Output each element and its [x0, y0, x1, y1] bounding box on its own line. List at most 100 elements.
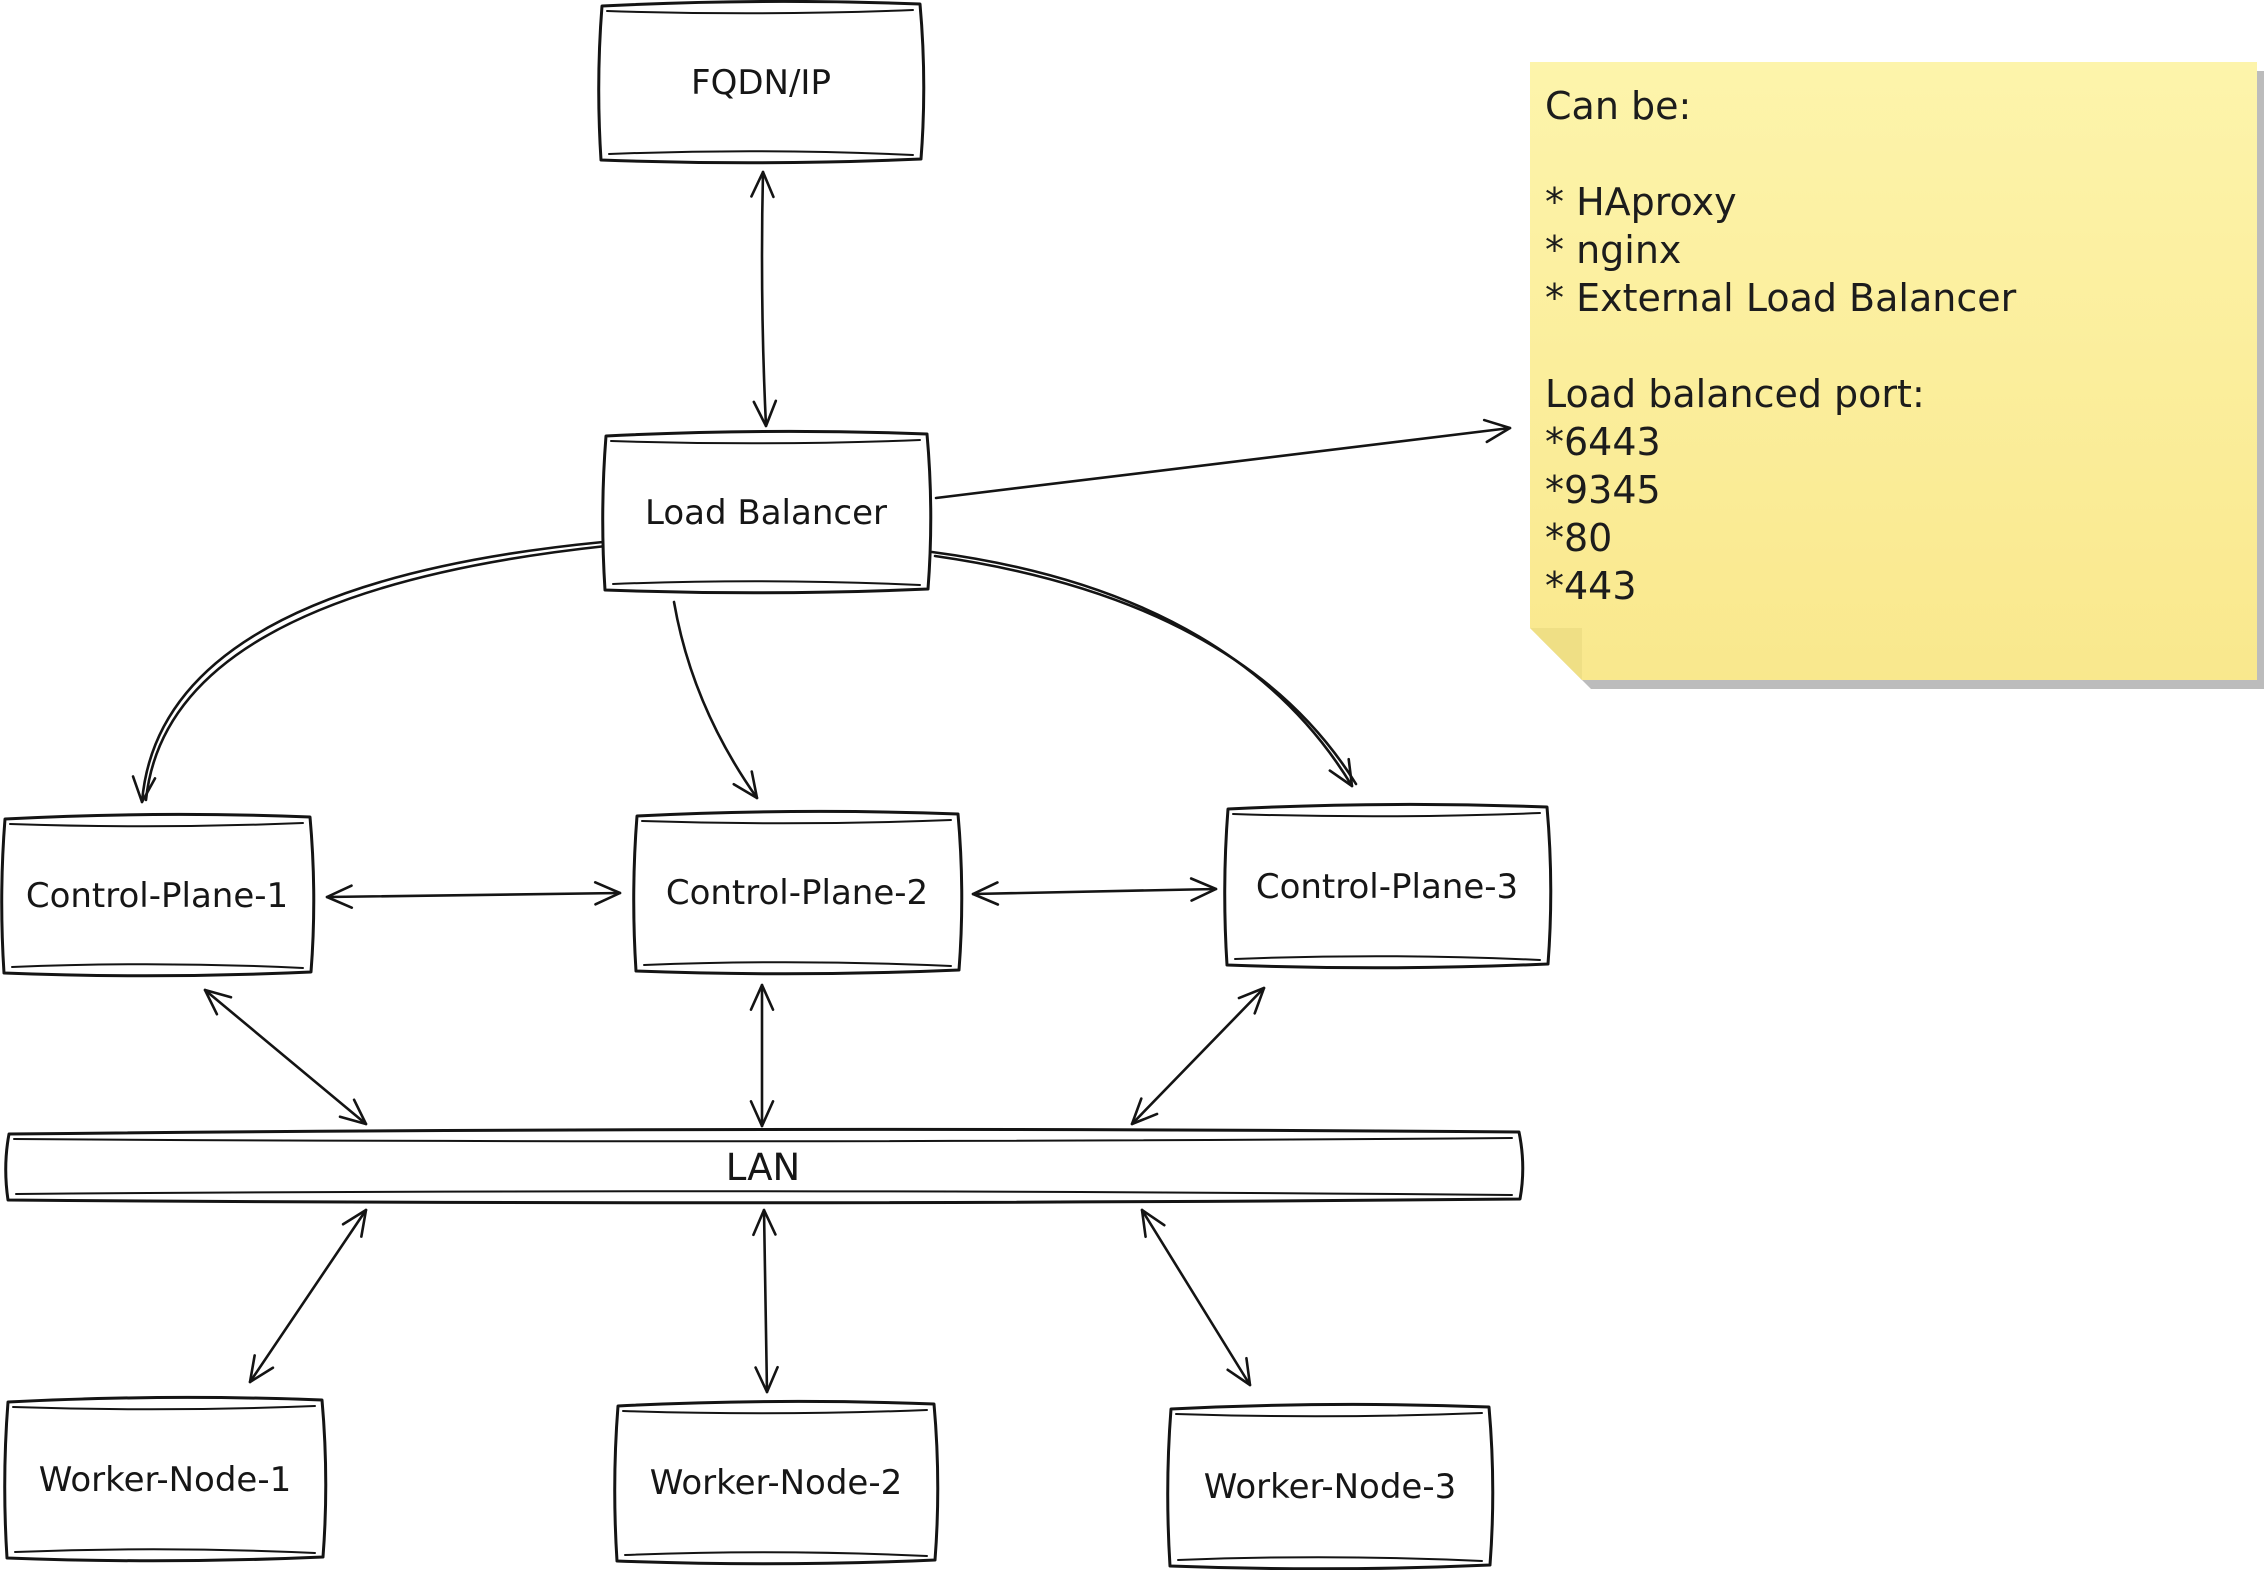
box-outline [597, 0, 926, 165]
arrowhead-icon [750, 170, 775, 199]
arrow-shaft [325, 891, 622, 899]
arrow-shaft [1140, 1208, 1252, 1387]
arrow-shaft [760, 170, 768, 428]
box-sketch-line [624, 1551, 928, 1557]
arrowhead-icon [1328, 757, 1354, 788]
node-control-plane-1-label: Control-Plane-1 [26, 876, 288, 916]
arrowhead-icon [732, 770, 759, 800]
box-sketch-line [13, 1137, 1513, 1143]
sticky-note-fold-icon [1530, 628, 1582, 680]
box-sketch-line [11, 963, 304, 969]
arrow-shaft [762, 1208, 769, 1394]
note-line: Can be: [1545, 84, 1691, 128]
box-sketch-line [610, 439, 921, 445]
arrowhead-icon [341, 1208, 368, 1238]
arrow-cp3-lan [1130, 986, 1266, 1126]
box-sketch-line [1234, 955, 1541, 961]
box-sketch-line [15, 1190, 1513, 1196]
arrowhead-icon [1140, 1208, 1166, 1239]
arrow-shaft-double [144, 544, 608, 802]
node-fqdn: FQDN/IP [597, 0, 926, 165]
node-worker-node-2: Worker-Node-2 [613, 1399, 940, 1566]
arrow-shaft-double [933, 554, 1358, 786]
node-load-balancer-label: Load Balancer [645, 493, 887, 533]
node-load-balancer: Load Balancer [601, 429, 933, 595]
box-outline [613, 1399, 940, 1566]
node-control-plane-1: Control-Plane-1 [0, 812, 316, 978]
sticky-note: Can be: * HAproxy * nginx * External Loa… [1530, 62, 2264, 689]
node-lan-bus: LAN [4, 1127, 1525, 1205]
arrow-fqdn-loadbalancer [750, 170, 778, 428]
arrow-loadbalancer-cp2 [672, 600, 759, 800]
arrowhead-icon [325, 884, 354, 909]
box-sketch-line [1175, 1412, 1483, 1418]
arrowhead-icon [1226, 1356, 1252, 1387]
box-sketch-line [606, 9, 914, 15]
arrow-cp1-cp2 [325, 881, 622, 909]
box-sketch-line [9, 822, 304, 828]
note-line: Load balanced port: [1545, 372, 1925, 416]
sticky-note-body [1530, 62, 2257, 680]
node-control-plane-2-label: Control-Plane-2 [666, 873, 928, 913]
arrowhead-icon [1482, 418, 1512, 444]
note-line: * External Load Balancer [1545, 276, 2017, 320]
arrow-shaft [934, 426, 1512, 500]
arrowhead-icon [749, 983, 775, 1011]
box-outline [0, 812, 316, 978]
arrow-lan-worker2 [752, 1208, 779, 1394]
box-sketch-line [12, 1405, 316, 1411]
node-control-plane-3-label: Control-Plane-3 [1256, 867, 1518, 907]
note-line: * nginx [1545, 228, 1681, 272]
note-line: *6443 [1545, 420, 1661, 464]
box-outline [1223, 802, 1553, 970]
arrow-shaft [672, 600, 759, 800]
box-outline [601, 429, 933, 595]
node-worker-node-1-label: Worker-Node-1 [39, 1460, 292, 1500]
node-lan-label: LAN [726, 1146, 800, 1189]
arrow-shaft [930, 550, 1354, 788]
note-line: *80 [1545, 516, 1612, 560]
box-sketch-line [14, 1548, 316, 1554]
arrowhead-icon [338, 1098, 368, 1126]
box-outline [632, 809, 964, 976]
arrow-cp2-cp3 [971, 877, 1218, 906]
note-line: *443 [1545, 564, 1637, 608]
arrowhead-icon [754, 1365, 779, 1394]
arrow-lan-worker1 [248, 1208, 368, 1384]
note-line: * HAproxy [1545, 180, 1737, 224]
arrow-shaft [1130, 986, 1266, 1126]
arrow-loadbalancer-note [934, 418, 1512, 500]
box-sketch-line [622, 1409, 928, 1415]
box-sketch-line [643, 961, 952, 967]
arrowhead-icon [752, 399, 778, 428]
box-sketch-line [612, 580, 921, 586]
node-worker-node-1: Worker-Node-1 [3, 1395, 328, 1563]
arrowhead-icon [1130, 1097, 1159, 1126]
arrowhead-icon [248, 1354, 275, 1384]
arrow-lan-worker3 [1140, 1208, 1252, 1387]
arrowhead-icon [593, 881, 622, 906]
node-fqdn-label: FQDN/IP [691, 63, 831, 103]
arrow-loadbalancer-cp1 [131, 540, 608, 804]
arrow-shaft [971, 887, 1218, 896]
arrow-loadbalancer-cp3 [930, 550, 1358, 788]
arrowhead-icon [1237, 986, 1266, 1015]
arrow-cp1-lan [203, 988, 368, 1126]
arrowhead-icon [1189, 877, 1218, 902]
box-sketch-line [1177, 1556, 1483, 1562]
sticky-note-text: Can be: * HAproxy * nginx * External Loa… [1545, 84, 2017, 608]
box-outline [4, 1127, 1525, 1205]
node-worker-node-2-label: Worker-Node-2 [650, 1463, 903, 1503]
node-control-plane-2: Control-Plane-2 [632, 809, 964, 976]
node-worker-node-3-label: Worker-Node-3 [1204, 1467, 1457, 1507]
arrowhead-icon [749, 1100, 775, 1128]
box-outline [3, 1395, 328, 1563]
arrow-shaft [203, 988, 368, 1126]
arrowhead-icon [971, 881, 1000, 906]
arrow-cp2-lan [749, 983, 775, 1128]
box-outline [1166, 1402, 1495, 1570]
arrow-shaft [248, 1208, 368, 1384]
box-sketch-line [641, 819, 952, 825]
